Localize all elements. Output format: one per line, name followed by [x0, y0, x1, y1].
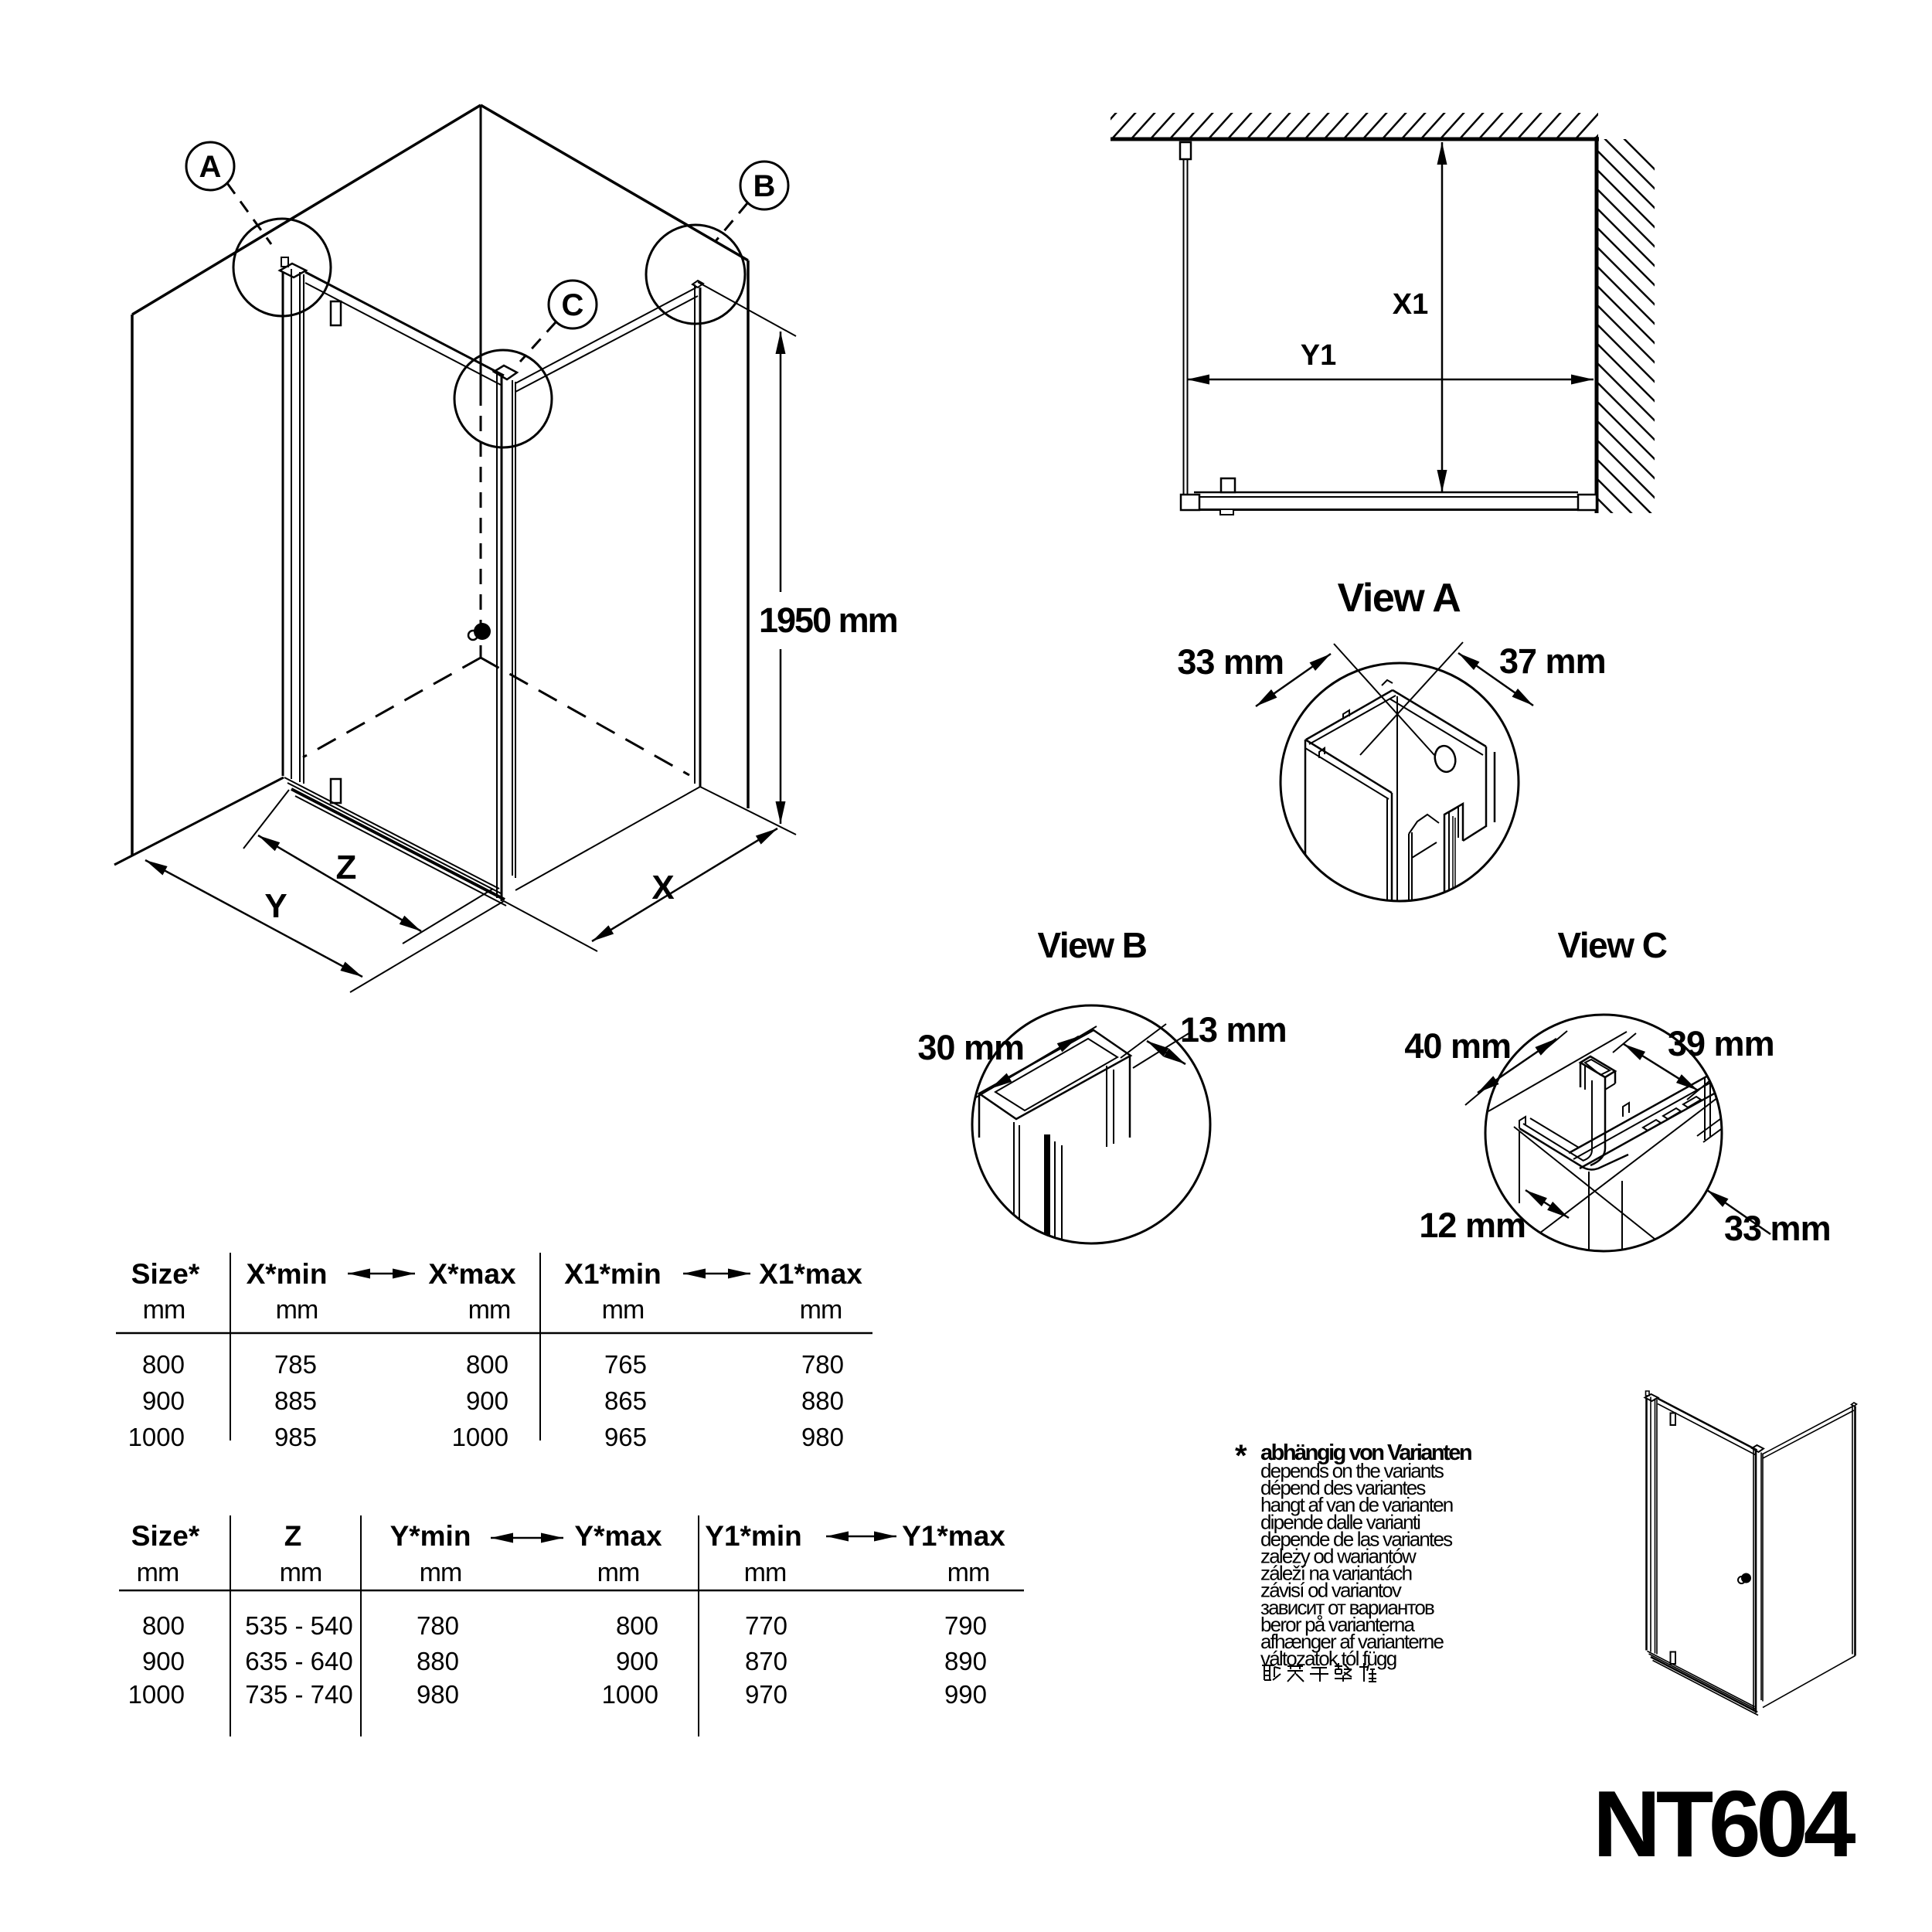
svg-text:X*max: X*max: [428, 1258, 516, 1290]
svg-text:mm: mm: [744, 1558, 787, 1587]
svg-text:C: C: [562, 288, 584, 322]
svg-text:változatok tól függ: változatok tól függ: [1260, 1647, 1396, 1670]
svg-text:980: 980: [417, 1680, 459, 1709]
svg-text:mm: mm: [280, 1558, 322, 1587]
svg-text:zależy od wariantów: zależy od wariantów: [1260, 1545, 1417, 1568]
svg-text:beror på varianterna: beror på varianterna: [1260, 1613, 1415, 1636]
svg-text:závisí od variantov: závisí od variantov: [1260, 1579, 1402, 1602]
svg-text:X*min: X*min: [247, 1258, 328, 1290]
svg-text:mm: mm: [800, 1295, 842, 1325]
svg-text:A: A: [199, 150, 222, 184]
svg-text:780: 780: [417, 1611, 459, 1640]
svg-text:970: 970: [745, 1680, 787, 1709]
svg-text:mm: mm: [143, 1295, 185, 1325]
svg-text:880: 880: [801, 1386, 844, 1415]
svg-text:dépend des variantes: dépend des variantes: [1260, 1476, 1426, 1499]
svg-text:Size*: Size*: [131, 1258, 200, 1290]
svg-text:885: 885: [274, 1386, 317, 1415]
svg-text:Y*min: Y*min: [390, 1520, 471, 1552]
svg-text:Y1*max: Y1*max: [902, 1520, 1005, 1552]
svg-text:1000: 1000: [452, 1423, 509, 1451]
svg-text:Z: Z: [284, 1520, 302, 1552]
svg-text:mm: mm: [602, 1295, 645, 1325]
svg-text:View A: View A: [1338, 576, 1461, 621]
svg-text:900: 900: [142, 1647, 185, 1675]
svg-text:B: B: [753, 169, 776, 203]
svg-text:635 - 640: 635 - 640: [245, 1647, 352, 1675]
svg-text:880: 880: [417, 1647, 459, 1675]
svg-text:785: 785: [274, 1350, 317, 1379]
svg-text:12 mm: 12 mm: [1419, 1206, 1526, 1245]
svg-text:X1*max: X1*max: [759, 1258, 862, 1290]
svg-text:Y1*min: Y1*min: [705, 1520, 801, 1552]
svg-text:980: 980: [801, 1423, 844, 1451]
svg-text:X1*min: X1*min: [564, 1258, 661, 1290]
svg-text:depends on the variants: depends on the variants: [1260, 1459, 1444, 1482]
svg-text:NT604: NT604: [1593, 1771, 1856, 1876]
svg-text:View B: View B: [1038, 925, 1147, 965]
svg-text:mm: mm: [276, 1295, 318, 1325]
svg-text:900: 900: [466, 1386, 509, 1415]
svg-text:800: 800: [142, 1350, 185, 1379]
svg-text:afhænger af varianterne: afhænger af varianterne: [1260, 1630, 1444, 1653]
svg-text:535 - 540: 535 - 540: [245, 1611, 352, 1640]
svg-text:865: 865: [604, 1386, 647, 1415]
svg-text:View C: View C: [1558, 925, 1667, 965]
svg-text:890: 890: [944, 1647, 987, 1675]
svg-text:зависит от вариантов: зависит от вариантов: [1260, 1596, 1434, 1619]
svg-text:780: 780: [801, 1350, 844, 1379]
svg-text:Y1: Y1: [1301, 339, 1336, 372]
svg-text:765: 765: [604, 1350, 647, 1379]
svg-text:790: 790: [944, 1611, 987, 1640]
svg-text:Y: Y: [264, 887, 287, 925]
svg-text:depende de las variantes: depende de las variantes: [1260, 1527, 1453, 1550]
svg-text:*: *: [1235, 1439, 1247, 1473]
svg-text:735 - 740: 735 - 740: [245, 1680, 352, 1709]
svg-text:X: X: [651, 869, 674, 906]
svg-text:870: 870: [745, 1647, 787, 1675]
svg-text:záleží na variantách: záleží na variantách: [1260, 1562, 1412, 1585]
svg-text:1000: 1000: [602, 1680, 658, 1709]
svg-text:965: 965: [604, 1423, 647, 1451]
svg-text:abhängig von Varianten: abhängig von Varianten: [1260, 1440, 1471, 1465]
svg-text:30 mm: 30 mm: [917, 1028, 1024, 1067]
svg-text:mm: mm: [597, 1558, 640, 1587]
svg-text:Z: Z: [336, 849, 357, 886]
svg-text:800: 800: [466, 1350, 509, 1379]
svg-text:900: 900: [616, 1647, 658, 1675]
svg-text:Size*: Size*: [131, 1520, 200, 1552]
svg-text:hangt af van de varianten: hangt af van de varianten: [1260, 1493, 1453, 1516]
svg-text:37 mm: 37 mm: [1499, 641, 1606, 681]
svg-text:33 mm: 33 mm: [1724, 1209, 1831, 1248]
svg-text:X1: X1: [1393, 288, 1428, 321]
svg-text:1950 mm: 1950 mm: [759, 600, 897, 640]
svg-text:33 mm: 33 mm: [1177, 642, 1284, 682]
svg-text:dipende dalle varianti: dipende dalle varianti: [1260, 1510, 1420, 1533]
svg-text:1000: 1000: [128, 1680, 185, 1709]
svg-text:800: 800: [616, 1611, 658, 1640]
svg-text:40 mm: 40 mm: [1404, 1026, 1511, 1066]
svg-text:39 mm: 39 mm: [1668, 1024, 1774, 1063]
svg-text:985: 985: [274, 1423, 317, 1451]
svg-text:800: 800: [142, 1611, 185, 1640]
svg-text:13 mm: 13 mm: [1180, 1010, 1287, 1049]
svg-text:990: 990: [944, 1680, 987, 1709]
svg-text:mm: mm: [468, 1295, 511, 1325]
svg-text:1000: 1000: [128, 1423, 185, 1451]
svg-text:mm: mm: [947, 1558, 990, 1587]
svg-text:770: 770: [745, 1611, 787, 1640]
svg-text:Y*max: Y*max: [574, 1520, 662, 1552]
svg-text:mm: mm: [137, 1558, 179, 1587]
svg-text:mm: mm: [420, 1558, 462, 1587]
svg-text:900: 900: [142, 1386, 185, 1415]
